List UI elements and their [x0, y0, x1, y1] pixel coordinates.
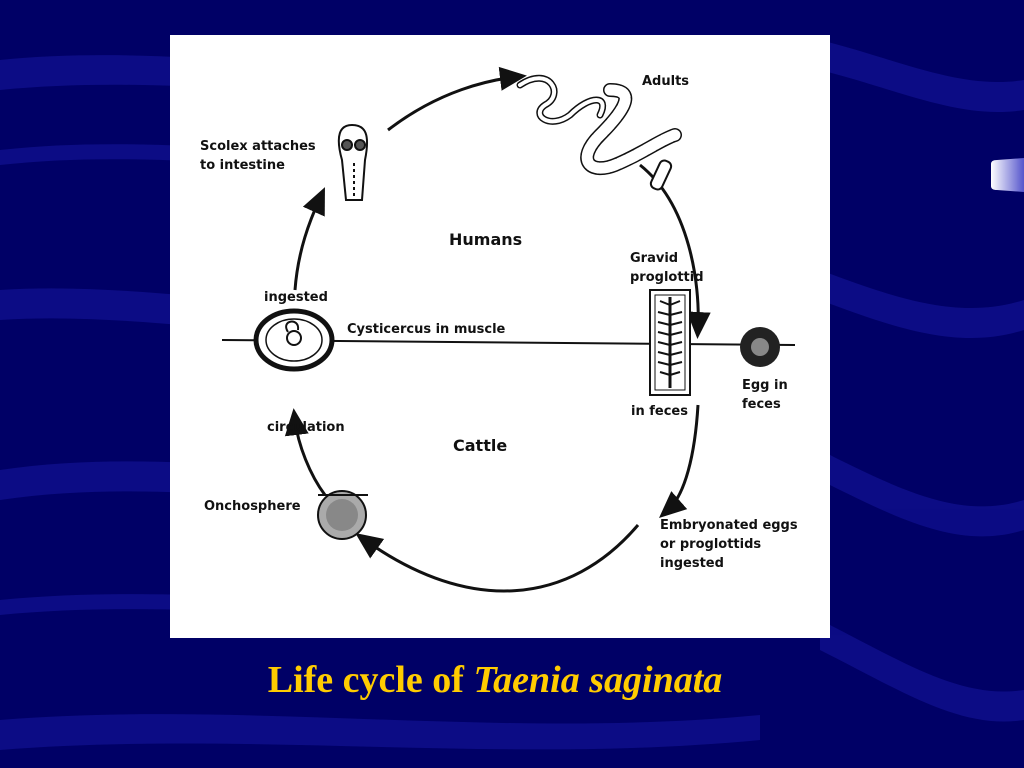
label-gravid-line2: proglottid — [630, 270, 704, 285]
life-cycle-diagram: Humans Cattle Adults Scolex attaches to … — [170, 35, 830, 638]
caption-prefix: Life cycle of — [267, 659, 474, 701]
label-gravid-line1: Gravid — [630, 251, 678, 266]
label-scolex-line1: Scolex attaches — [200, 139, 316, 154]
label-embryonated-line3: ingested — [660, 556, 724, 571]
scolex-icon — [337, 123, 369, 201]
caption-species-name: Taenia saginata — [473, 659, 723, 701]
label-onchosphere: Onchosphere — [204, 499, 301, 514]
label-adults: Adults — [642, 74, 689, 89]
host-label-humans: Humans — [449, 230, 522, 249]
label-circulation: circulation — [267, 420, 345, 435]
slide-scroll-tab[interactable] — [985, 158, 1024, 192]
label-embryonated-line1: Embryonated eggs — [660, 518, 798, 533]
host-label-cattle: Cattle — [453, 436, 507, 455]
label-egg-line1: Egg in — [742, 378, 788, 393]
label-embryonated-line2: or proglottids — [660, 537, 761, 552]
adult-tapeworm-icon — [516, 74, 682, 191]
label-egg-line2: feces — [742, 397, 781, 412]
gravid-proglottid-icon — [649, 289, 691, 396]
label-cysticercus: Cysticercus in muscle — [347, 322, 506, 337]
onchosphere-icon — [317, 490, 368, 540]
label-scolex-line2: to intestine — [200, 158, 285, 173]
label-ingested: ingested — [264, 290, 328, 305]
egg-icon — [740, 327, 780, 367]
cysticercus-icon — [253, 308, 335, 372]
slide-caption: Life cycle of Taenia saginata — [0, 658, 990, 702]
label-in-feces: in feces — [631, 404, 688, 419]
